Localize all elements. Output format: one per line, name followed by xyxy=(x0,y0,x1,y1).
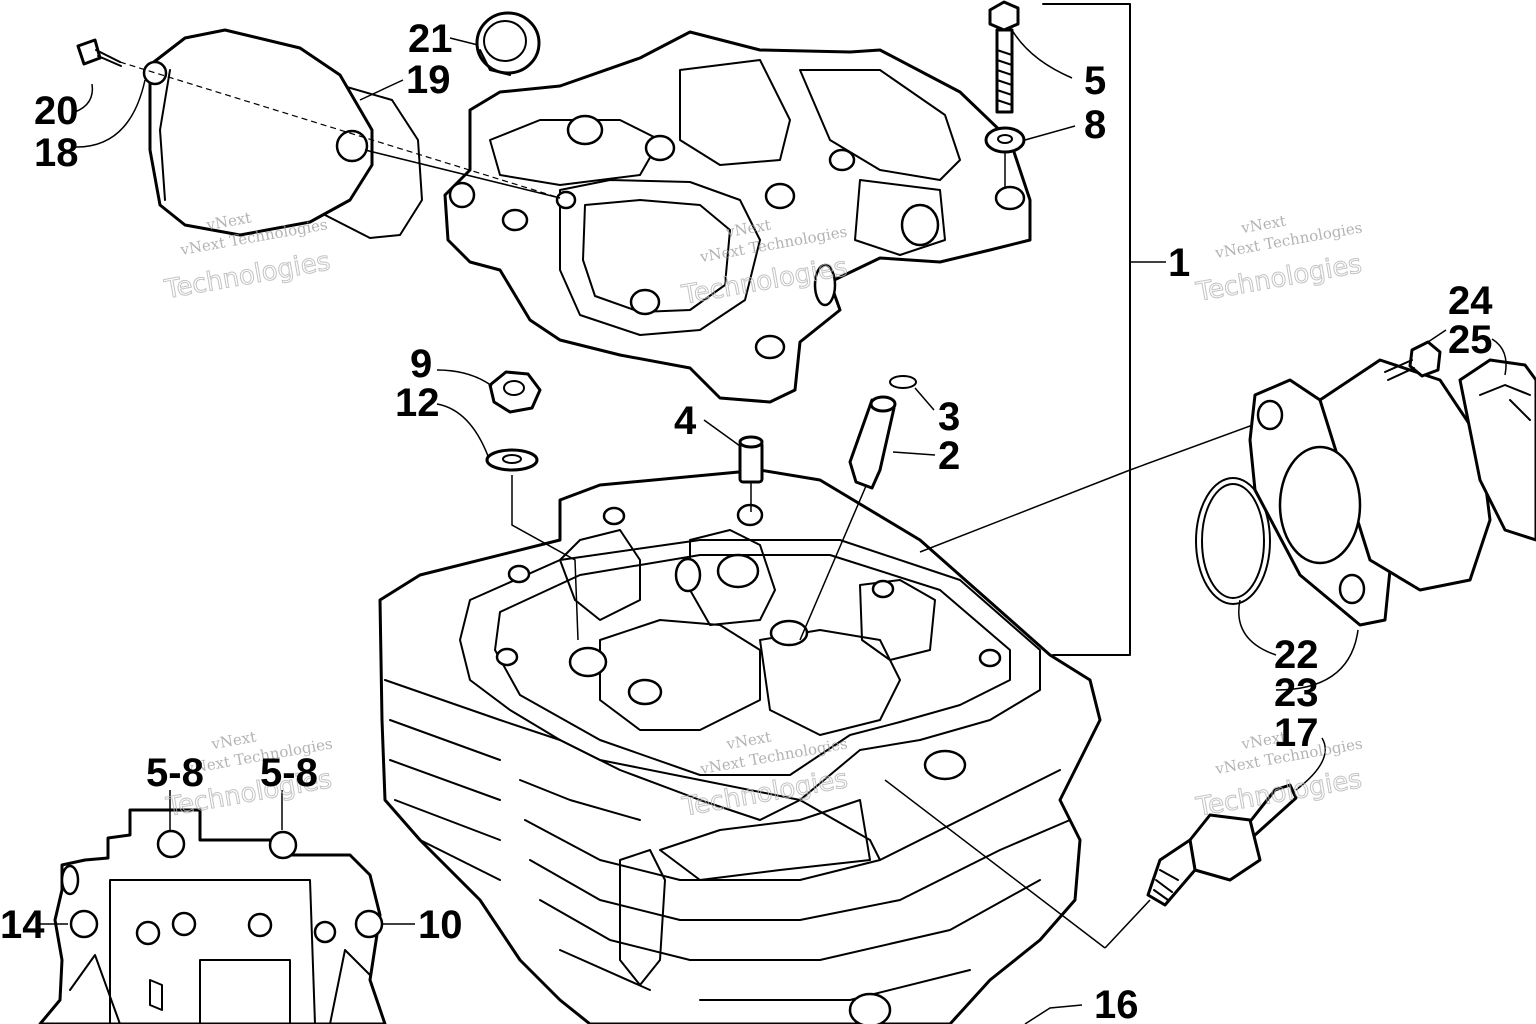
callout-20: 20 xyxy=(34,89,79,133)
watermark-top-right: vNext vNext Technologies Technologies xyxy=(1193,212,1365,309)
washer-8 xyxy=(984,126,1026,188)
callout-21: 21 xyxy=(408,17,453,61)
spark-plug-17 xyxy=(1104,783,1298,949)
callout-3: 3 xyxy=(938,395,960,439)
callout-9: 9 xyxy=(410,342,432,386)
callout-16: 16 xyxy=(1094,983,1139,1024)
callout-4: 4 xyxy=(674,399,697,443)
callout-22: 22 xyxy=(1274,633,1319,677)
o-ring-3 xyxy=(889,375,917,389)
callout-5-8-right: 5-8 xyxy=(260,751,318,795)
dowel-pin-4 xyxy=(738,435,764,512)
callout-19: 19 xyxy=(406,58,451,102)
callout-2: 2 xyxy=(938,434,960,478)
valve-guide-2 xyxy=(799,395,897,641)
callout-labels: 20 18 19 21 5 8 1 9 12 4 3 2 24 25 22 23… xyxy=(0,17,1493,1024)
leader-lines xyxy=(38,29,1507,1024)
valve-cover xyxy=(443,30,1032,404)
callout-14: 14 xyxy=(0,903,45,947)
callout-17: 17 xyxy=(1274,711,1319,755)
bolt-20 xyxy=(76,38,122,67)
callout-1: 1 xyxy=(1168,241,1190,285)
callout-12: 12 xyxy=(395,381,440,425)
washer-12 xyxy=(485,448,579,641)
o-ring-22 xyxy=(1195,477,1271,605)
bolt-5 xyxy=(988,0,1020,114)
callout-24: 24 xyxy=(1448,279,1493,323)
callout-23: 23 xyxy=(1274,671,1319,715)
inset-head-view xyxy=(38,808,387,1024)
callout-5-8-left: 5-8 xyxy=(146,751,204,795)
callout-10: 10 xyxy=(418,903,463,947)
callout-5: 5 xyxy=(1084,59,1106,103)
intake-flange-23 xyxy=(1248,358,1492,627)
hose-clamp-25 xyxy=(1458,358,1536,542)
cam-end-cover xyxy=(119,28,561,239)
callout-8: 8 xyxy=(1084,103,1106,147)
bolt-24 xyxy=(1384,340,1442,381)
nut-9 xyxy=(488,370,542,414)
cylinder-head xyxy=(378,3,1381,1024)
callout-25: 25 xyxy=(1448,318,1493,362)
plug-21 xyxy=(475,11,541,76)
callout-18: 18 xyxy=(34,131,79,175)
